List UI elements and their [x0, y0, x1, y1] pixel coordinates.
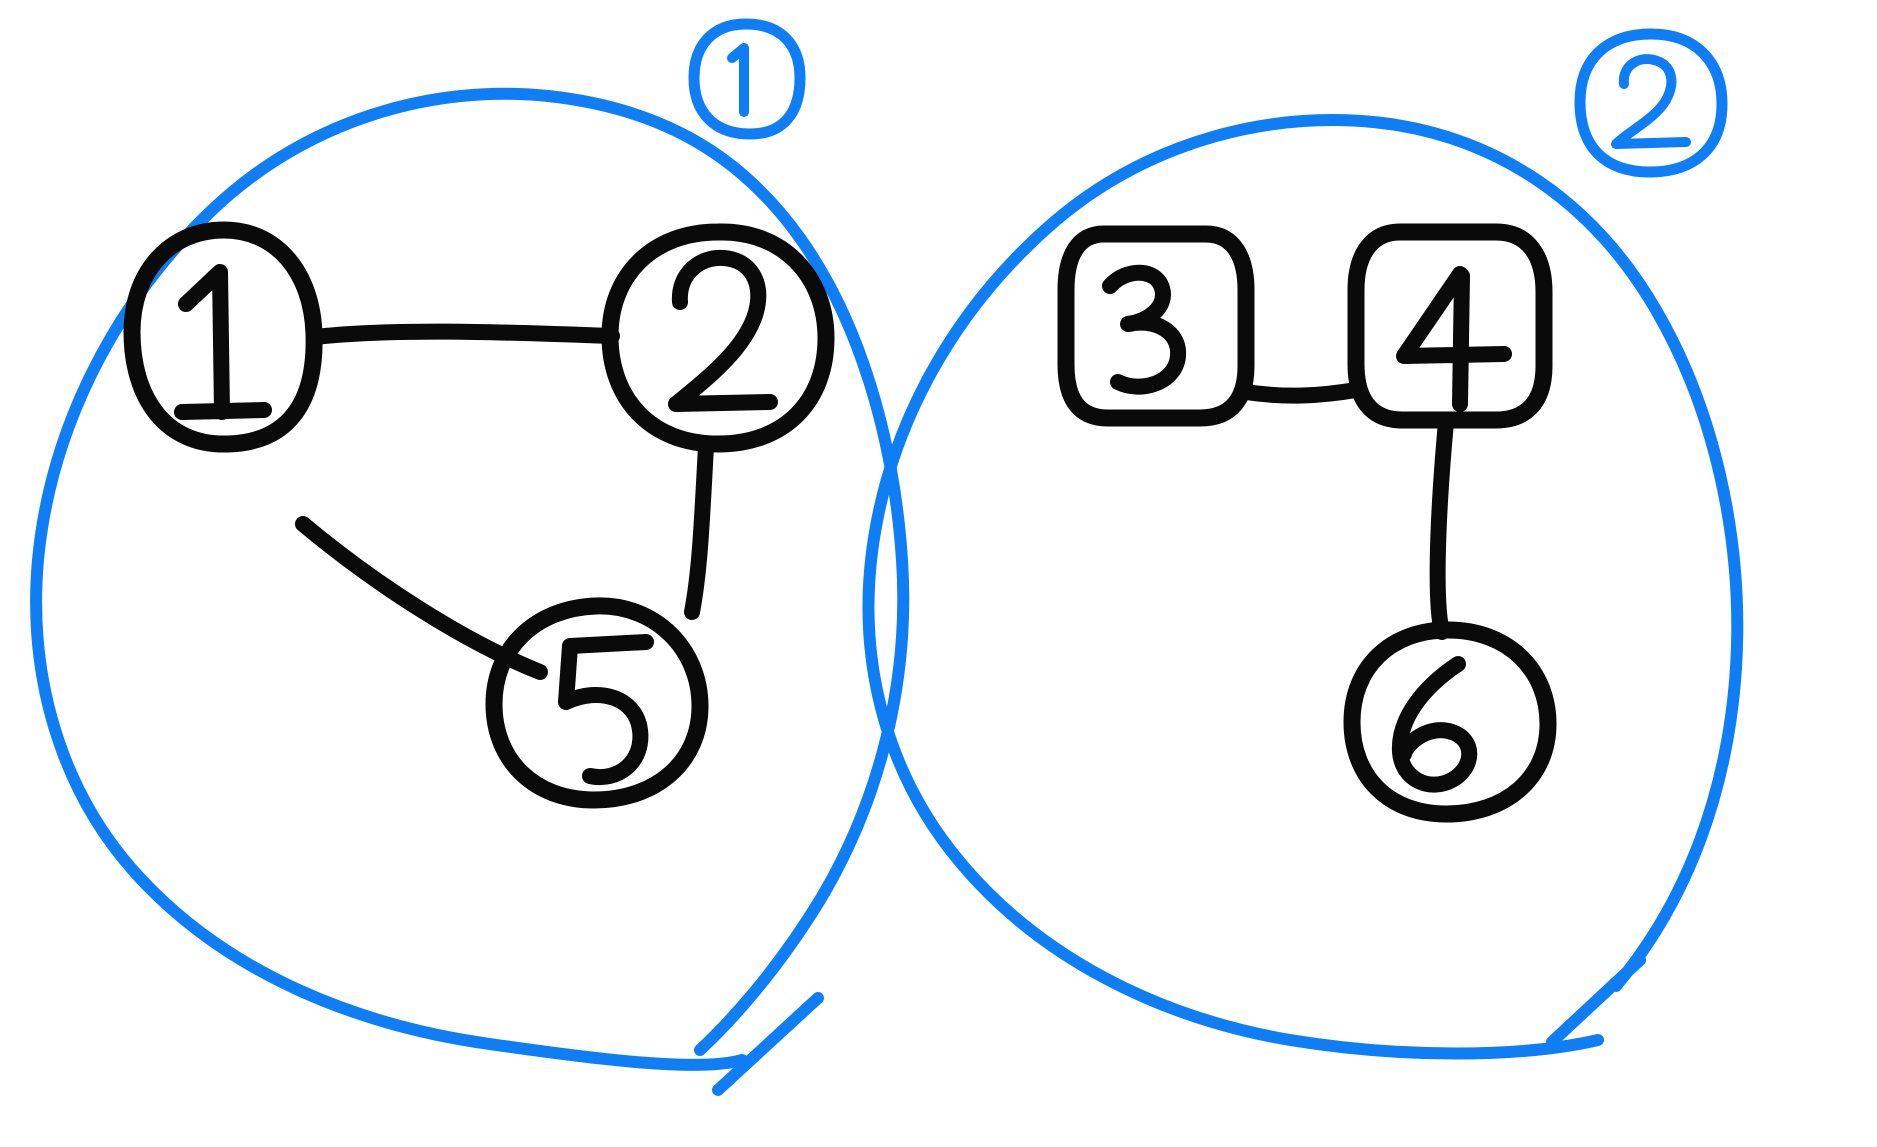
component-2-badge[interactable] [1574, 28, 1728, 178]
component-2-group[interactable] [862, 114, 1744, 1060]
node-5-glyph [558, 634, 654, 786]
node-3[interactable] [1057, 225, 1255, 427]
node-5[interactable] [485, 597, 709, 809]
node-6-outline [1343, 621, 1557, 823]
node-6[interactable] [1343, 621, 1557, 823]
component-2-badge-glyph-2 [1611, 54, 1691, 149]
component-1-group[interactable] [30, 87, 910, 1096]
component-1-badge-glyph-1 [727, 43, 749, 117]
node-3-glyph [1102, 264, 1187, 395]
edge-2-5[interactable] [684, 438, 714, 620]
component-1-hull-tail [712, 992, 824, 1096]
node-2-glyph [668, 249, 778, 412]
node-1[interactable] [123, 221, 323, 453]
node-3-outline [1057, 225, 1255, 427]
component-2-badge-ring [1574, 28, 1728, 178]
component-1-badge[interactable] [688, 18, 806, 140]
component-2-hull-tail [1546, 954, 1646, 1048]
node-6-glyph [1391, 656, 1478, 793]
component-1-badge-ring [688, 18, 806, 140]
edge-1-2[interactable] [306, 323, 620, 345]
edge-3-4[interactable] [1238, 382, 1364, 404]
node-4-glyph [1396, 266, 1512, 412]
component-1-hull[interactable] [30, 87, 910, 1071]
node-1-glyph [174, 264, 272, 420]
node-4-outline [1347, 223, 1553, 429]
node-1-outline [123, 221, 323, 453]
node-4[interactable] [1347, 223, 1553, 429]
edge-4-6[interactable] [1429, 414, 1454, 640]
node-2[interactable] [601, 223, 835, 453]
node-5-outline [485, 597, 709, 809]
node-2-outline [601, 223, 835, 453]
component-2-hull[interactable] [862, 114, 1744, 1060]
